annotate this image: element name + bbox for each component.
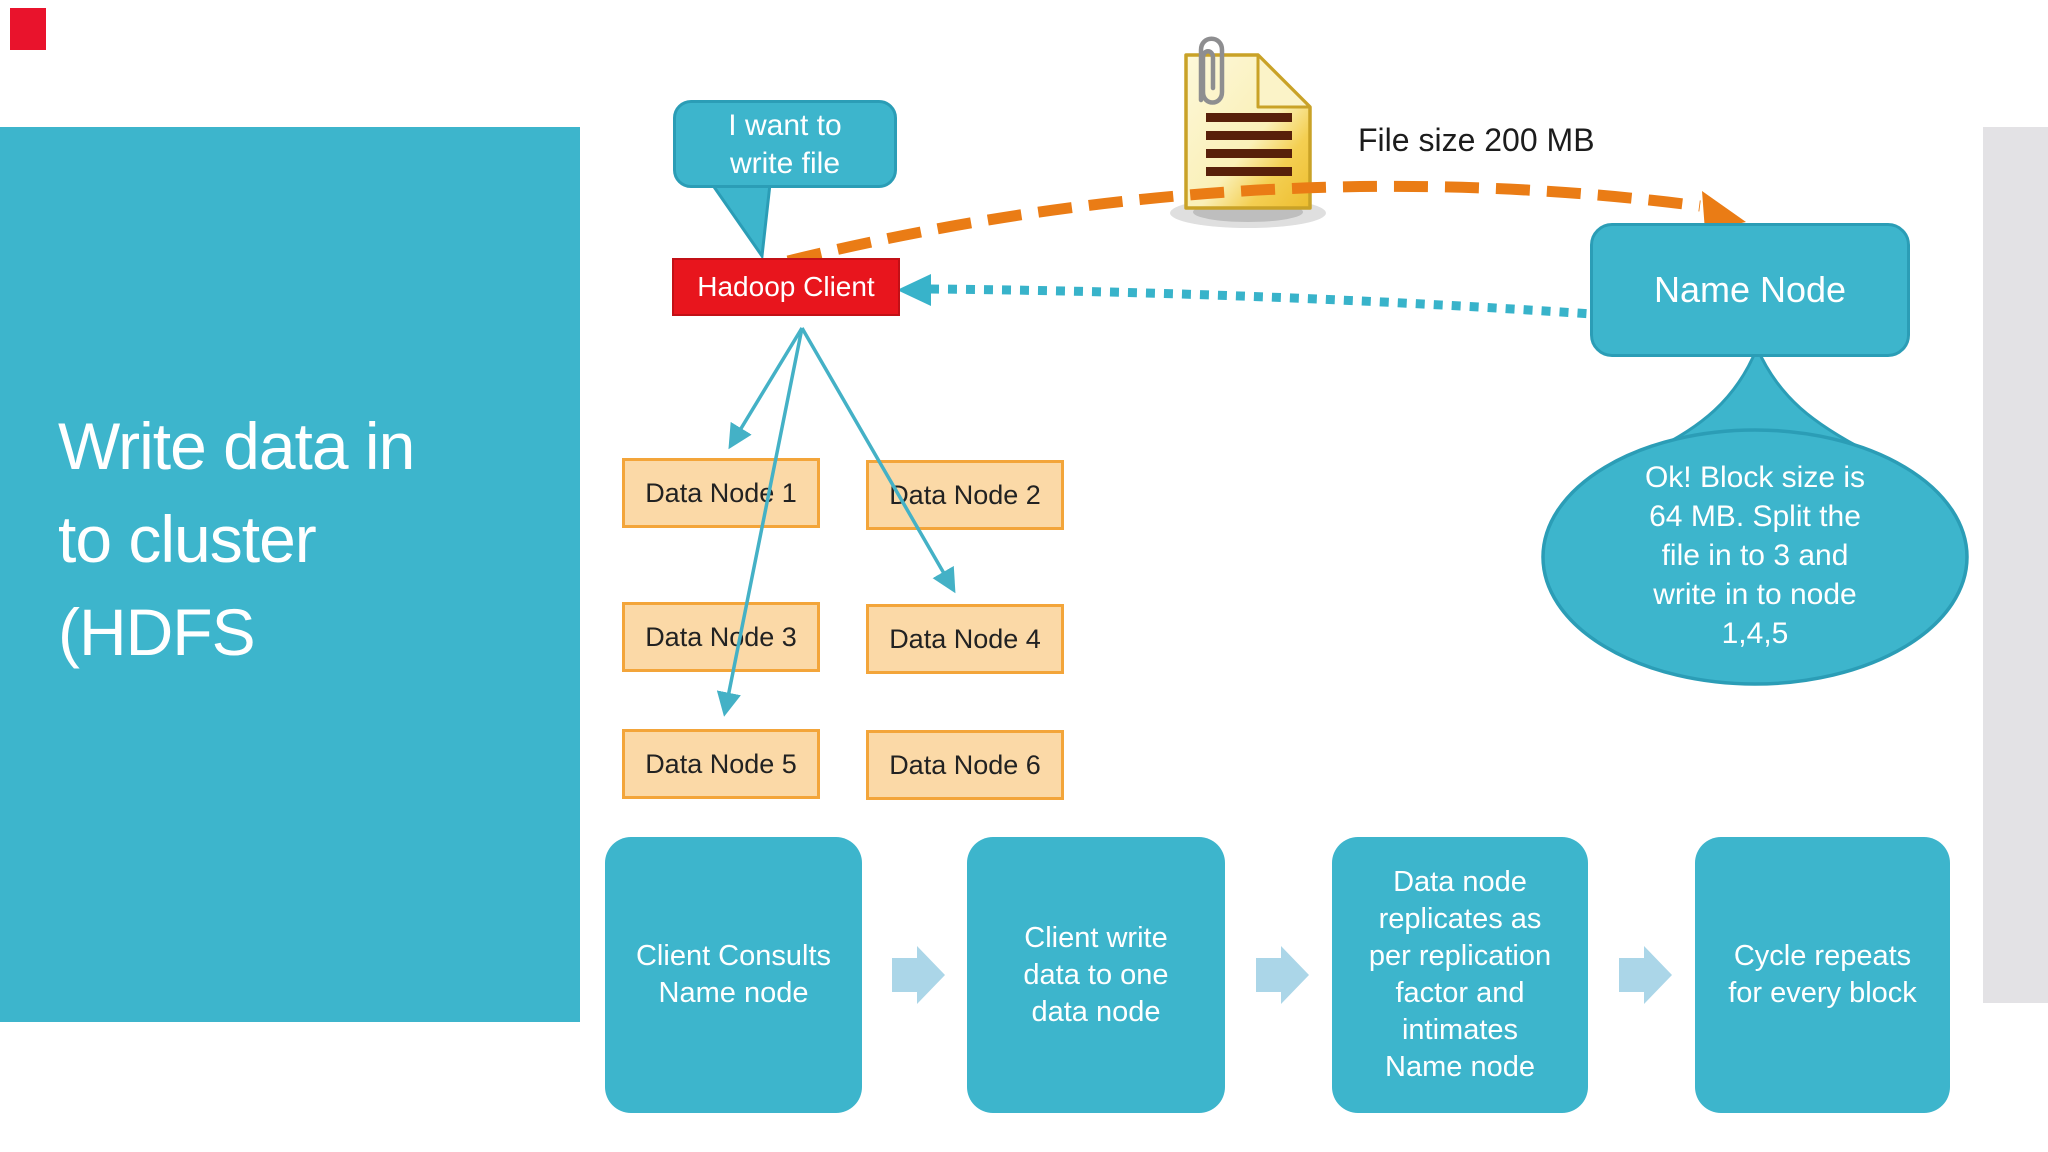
flow-step-line: Name node (658, 977, 809, 1009)
name-node-bubble-tail (1649, 344, 1869, 454)
doc-text-line (1206, 149, 1292, 158)
flow-step-box-4: Cycle repeats for every block (1695, 837, 1950, 1113)
bubble-line: 1,4,5 (1721, 617, 1789, 650)
title-line: to cluster (58, 502, 317, 576)
bubble-line: write in to node (1653, 578, 1857, 611)
title-line: (HDFS (58, 595, 256, 669)
flow-step-line: data to one (1023, 958, 1169, 991)
document-icon (1170, 36, 1326, 228)
flow-step-line: per replication (1368, 940, 1552, 972)
name-node-bubble-text: Ok! Block size is 64 MB. Split the file … (1575, 458, 1935, 653)
bubble-line: I want to (728, 109, 842, 142)
data-node-box-6: Data Node 6 (866, 730, 1064, 800)
file-size-label: File size 200 MB (1358, 122, 1595, 158)
flow-step-line: data node (1031, 995, 1161, 1028)
flow-step-box-3: Data node replicates as per replication … (1332, 837, 1588, 1113)
flow-step-line: for every block (1728, 977, 1917, 1009)
flow-arrow-icon (1256, 946, 1309, 1004)
flow-arrow-icon (1619, 946, 1672, 1004)
flow-step-line: replicates as (1378, 903, 1542, 935)
hadoop-client-box: Hadoop Client (672, 258, 900, 316)
flow-step-box-1: Client Consults Name node (605, 837, 862, 1113)
flow-step-line: Client Consults (635, 940, 832, 972)
data-node-box-4: Data Node 4 (866, 604, 1064, 674)
bubble-line: file in to 3 and (1661, 539, 1849, 572)
doc-text-line (1206, 131, 1292, 140)
doc-text-line (1206, 113, 1292, 122)
bubble-line: write file (729, 147, 841, 180)
flow-step-line: Cycle repeats (1733, 940, 1912, 972)
red-corner-square (10, 8, 46, 50)
flow-step-line: Data node (1393, 866, 1527, 898)
data-node-box-3: Data Node 3 (622, 602, 820, 672)
flow-step-line: Name node (1385, 1051, 1535, 1083)
paperclip-icon (1198, 36, 1225, 105)
title-line: Write data in (58, 409, 415, 483)
client-bubble-tail (709, 182, 772, 261)
write-arrow-dn1 (728, 327, 804, 450)
request-dashed-arrow (786, 180, 1701, 267)
bubble-line: Ok! Block size is (1644, 461, 1866, 494)
write-arrow-dn4 (800, 327, 956, 594)
flow-step-line: Client write (1024, 921, 1168, 954)
response-dotted-arrow (929, 284, 1593, 319)
data-node-box-1: Data Node 1 (622, 458, 820, 528)
flow-step-line: factor and (1395, 977, 1525, 1009)
flow-arrow-icon (892, 946, 945, 1004)
flow-step-box-2: Client write data to one data node (967, 837, 1225, 1113)
data-node-box-5: Data Node 5 (622, 729, 820, 799)
title-panel (0, 127, 580, 1022)
flow-step-line: intimates (1401, 1014, 1519, 1046)
response-arrowhead-icon (897, 274, 931, 306)
page-title: Write data in to cluster (HDFS (58, 400, 415, 679)
doc-text-line (1206, 167, 1292, 176)
bubble-line: 64 MB. Split the (1649, 500, 1861, 533)
folded-corner (1256, 53, 1312, 109)
client-speech-bubble: I want to write file (673, 100, 897, 188)
name-node-box: Name Node (1590, 223, 1910, 357)
right-gray-bar (1983, 127, 2048, 1003)
data-node-box-2: Data Node 2 (866, 460, 1064, 530)
